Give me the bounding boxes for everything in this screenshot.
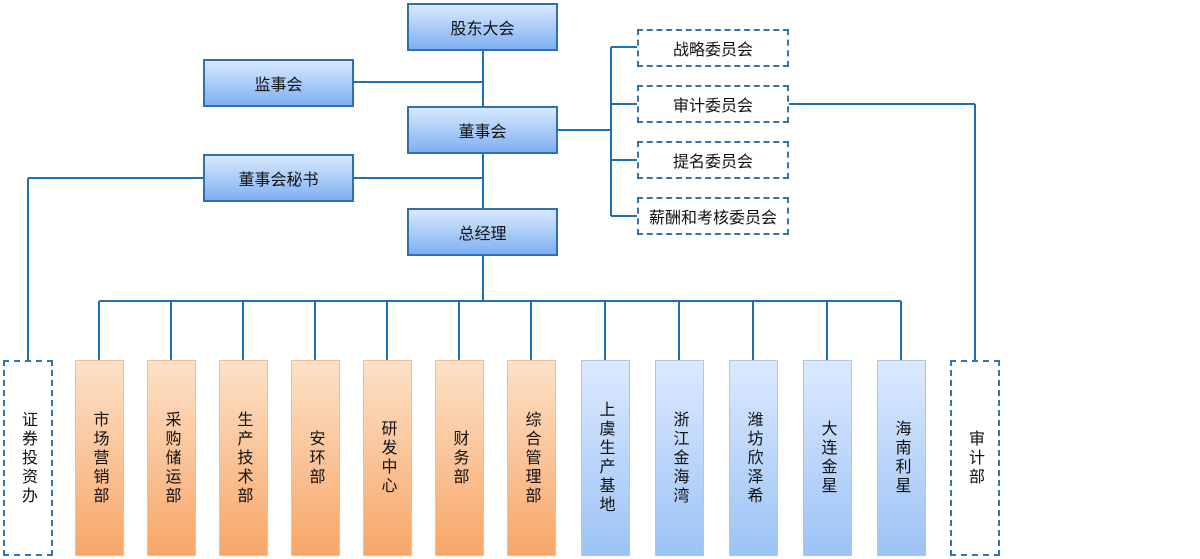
base-box: 潍坊欣泽希	[729, 360, 778, 556]
general-manager-box: 总经理	[407, 208, 558, 256]
base-box: 浙江金海湾	[655, 360, 704, 556]
department-box: 采购储运部	[147, 360, 196, 556]
strategy-committee-box: 战略委员会	[637, 29, 789, 67]
base-box: 上虞生产基地	[581, 360, 630, 556]
board-secretary-box: 董事会秘书	[203, 154, 354, 202]
securities-office-box: 证券投资办	[3, 360, 53, 556]
department-box: 市场营销部	[75, 360, 124, 556]
audit-department-box: 审计部	[950, 360, 1000, 556]
department-box: 研发中心	[363, 360, 412, 556]
board-of-directors-box: 董事会	[407, 106, 558, 154]
audit-committee-box: 审计委员会	[637, 85, 789, 123]
base-box: 大连金星	[803, 360, 852, 556]
nomination-committee-box: 提名委员会	[637, 141, 789, 179]
department-box: 安环部	[291, 360, 340, 556]
base-box: 海南利星	[877, 360, 926, 556]
department-box: 财务部	[435, 360, 484, 556]
supervisory-board-box: 监事会	[203, 59, 354, 107]
shareholders-meeting-box: 股东大会	[407, 3, 558, 51]
department-box: 综合管理部	[507, 360, 556, 556]
department-box: 生产技术部	[219, 360, 268, 556]
compensation-committee-box: 薪酬和考核委员会	[637, 197, 789, 235]
